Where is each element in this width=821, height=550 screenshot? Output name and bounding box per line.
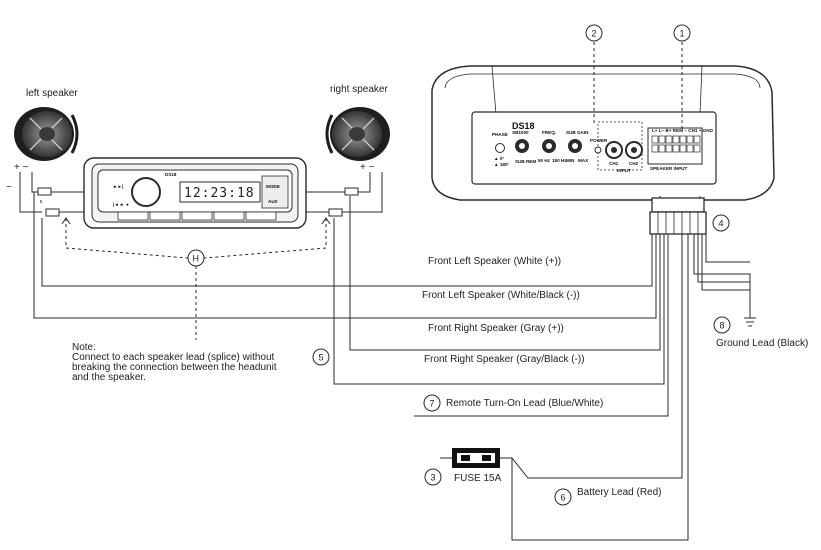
power-label: POWER [590,138,608,143]
ground-lead-label: Ground Lead (Black) [716,338,808,349]
callout-1 [673,24,691,42]
callout-8 [713,316,731,334]
left-speaker-label: left speaker [26,88,78,99]
callout-leaders [593,42,683,130]
speaker-input-label: SPEAKER INPUT [650,166,687,171]
aux-label: AUX [268,199,279,204]
amp-brand-logo: DS18 [512,121,535,131]
amplifier [431,65,775,201]
note-line: Connect to each speaker lead (splice) wi… [72,352,275,363]
next-button[interactable]: ►►| [113,184,123,189]
sub-rem-label: SUB REM [515,159,536,164]
front-right-neg-label: Front Right Speaker (Gray/Black (-)) [424,354,585,365]
input-label: INPUT [617,168,631,173]
right-speaker-polarity: + − [360,162,375,173]
callout-6-label: 6 [561,493,566,503]
callout-2-label: 2 [592,29,597,39]
splice-note: Note: Connect to each speaker lead (spli… [72,343,362,383]
right-speaker-label: right speaker [330,84,388,95]
callout-2 [585,24,603,42]
callout-8-label: 8 [720,321,725,331]
headunit-clock-display: 12:23:18 [184,186,255,201]
callout-4 [712,214,730,232]
callout-5-label: 5 [319,353,324,363]
battery-lead-label: Battery Lead (Red) [577,487,662,498]
callout-6 [554,488,572,506]
right-speaker-icon [325,107,390,161]
gain-max-label: MAX [578,158,589,163]
harness-wires [33,192,756,541]
front-right-pos-label: Front Right Speaker (Gray (+)) [428,323,564,334]
remote-lead-label: Remote Turn-On Lead (Blue/White) [446,398,603,409]
callout-3 [424,468,442,486]
harness-plug [649,196,707,235]
fuse-icon [440,448,500,468]
callout-7-label: 7 [430,399,435,409]
ch2-label: CH2 [629,161,639,166]
callout-4-label: 4 [719,219,724,229]
phase-label: PHASE [492,132,508,137]
splice-connectors [37,187,359,217]
mode-button[interactable]: MODE [266,184,280,189]
speaker-leads [19,172,383,213]
freq-label: FREQ. [542,130,556,135]
left-minus-sign: − [6,182,12,193]
connector-pins [651,135,701,153]
h-marker [187,249,205,267]
callout-3-label: 3 [431,473,436,483]
freq-max-label: 150 Hz [552,158,567,163]
front-left-pos-label: Front Left Speaker (White (+)) [428,256,561,267]
note-line: and the speaker. [72,372,146,383]
dashed-arrowheads [61,217,331,225]
ch1-label: CH1 [609,161,619,166]
prev-button[interactable]: |◄◄ [113,202,123,207]
headunit [83,157,307,229]
callout-7 [423,394,441,412]
amp-model: SB1000 [512,130,529,135]
note-line: breaking the connection between the head… [72,362,277,373]
freq-min-label: 50 Hz [538,158,551,163]
h-marker-label: H [193,254,200,264]
callout-5 [312,348,330,366]
phase-180-label: ▲ 180° [494,162,509,167]
headunit-knob-dot: ● [126,202,129,207]
connector-header-label: L+ L− B+ REM − CH1 + GND [652,128,714,133]
left-speaker-icon [14,107,79,161]
gain-min-label: MIN [566,158,575,163]
note-title: Note: [72,342,96,353]
sub-gain-label: SUB GAIN [566,130,589,135]
callout-1-label: 1 [680,29,685,39]
fuse-label: FUSE 15A [454,473,502,484]
phase-0-label: ▲ 0° [494,156,504,161]
left-speaker-polarity: + − [14,162,29,173]
splice-dashed-lines [40,200,327,340]
front-left-neg-label: Front Left Speaker (White/Black (-)) [422,290,580,301]
headunit-brand-logo: DS18 [165,172,177,177]
